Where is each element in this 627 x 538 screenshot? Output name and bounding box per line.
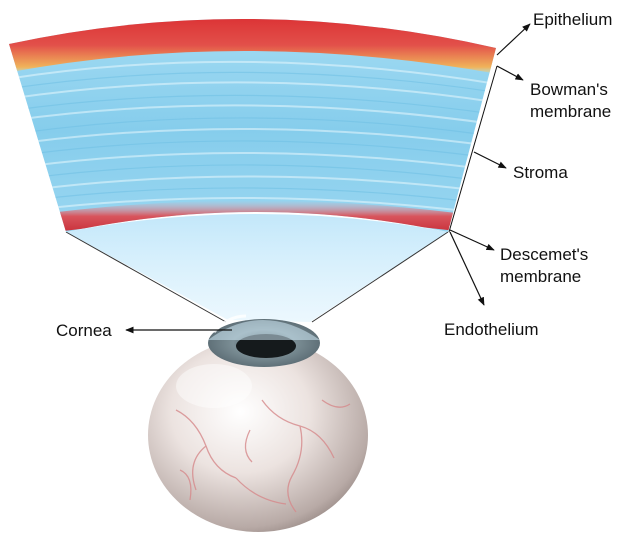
label-bowmans-line2: membrane — [530, 101, 611, 123]
label-descemets-line2: membrane — [500, 266, 588, 288]
label-bowmans-line1: Bowman's — [530, 79, 611, 101]
eyeball-highlight — [176, 364, 252, 408]
label-bowmans-membrane: Bowman's membrane — [530, 79, 611, 123]
stroma-pointer — [474, 152, 506, 168]
projection-cone — [66, 214, 448, 322]
eyeball — [148, 316, 368, 532]
label-epithelium: Epithelium — [533, 9, 612, 30]
bowmans-pointer — [497, 66, 523, 80]
label-cornea: Cornea — [56, 320, 112, 341]
label-endothelium: Endothelium — [444, 319, 539, 340]
label-descemets-line1: Descemet's — [500, 244, 588, 266]
epithelium-pointer — [497, 24, 530, 55]
label-stroma: Stroma — [513, 162, 568, 183]
label-descemets-membrane: Descemet's membrane — [500, 244, 588, 288]
